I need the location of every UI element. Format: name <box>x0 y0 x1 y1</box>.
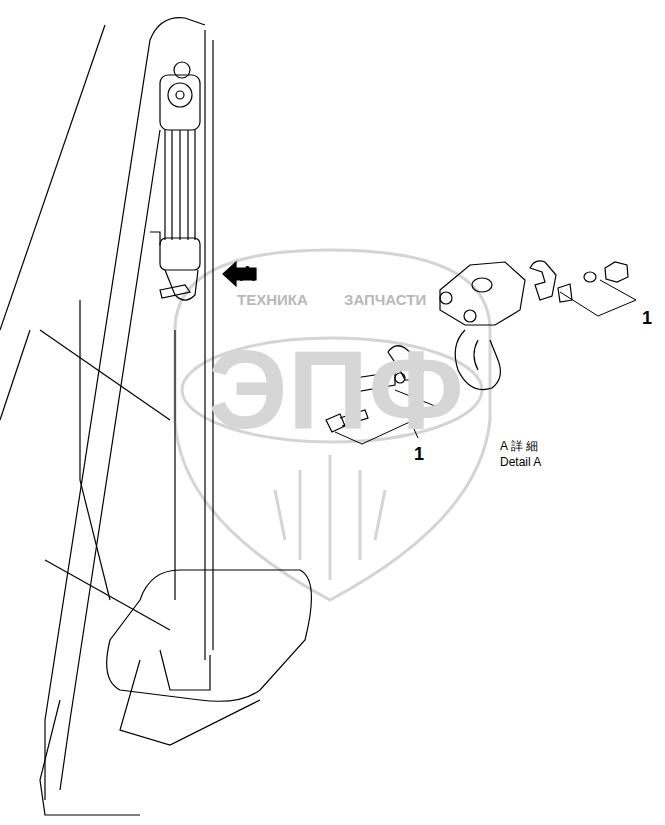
watermark-text: ТЕХНИКА <box>237 292 308 309</box>
view-arrow <box>223 262 256 286</box>
callout-number: 1 <box>414 445 424 465</box>
detail-title: Detail A <box>500 456 541 469</box>
detail-title: A 詳 細 <box>500 440 538 453</box>
lift-chain <box>150 62 200 300</box>
callout-number: 1 <box>642 309 652 329</box>
view-letter: A <box>240 262 255 286</box>
watermark-text: ЗАПЧАСТИ <box>344 292 426 309</box>
watermark-shield <box>175 250 490 600</box>
watermark-logo: ЭПФ <box>208 328 464 451</box>
